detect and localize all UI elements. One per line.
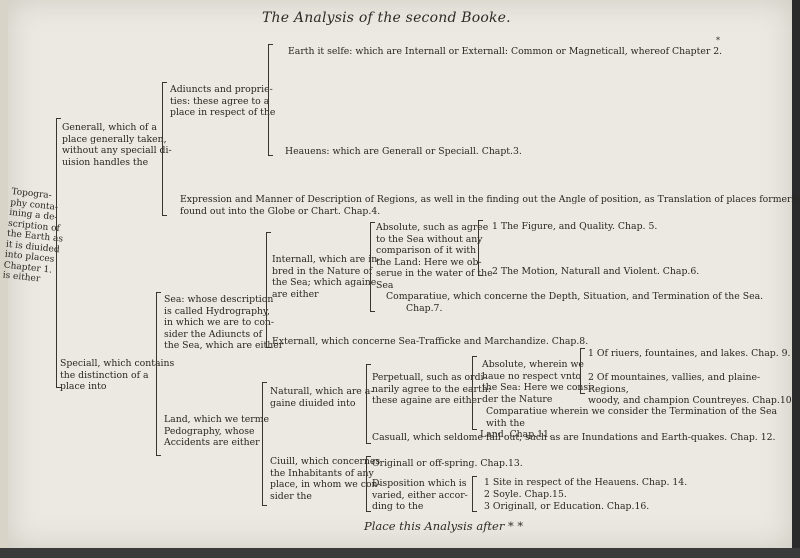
page-title: The Analysis of the second Booke. — [262, 10, 511, 26]
mountains-text: 2 Of mountaines, vallies, and plaine-Reg… — [588, 372, 795, 406]
scan-background — [0, 548, 800, 558]
comparative-land-text: Comparatiue wherein we consider the Term… — [480, 406, 778, 440]
motion-text: 2 The Motion, Naturall and Violent. Chap… — [492, 266, 700, 277]
original-text: Originall or off-spring. Chap.13. — [372, 458, 523, 469]
special-brace — [156, 292, 161, 456]
civil-brace — [366, 456, 371, 512]
natural-text: Naturall, which are a-gaine diuided into — [270, 386, 374, 409]
perpetual-brace — [472, 356, 477, 430]
star-mark: * — [716, 36, 720, 45]
comparative-sea-text: Comparatiue, which concerne the Depth, S… — [386, 291, 764, 314]
absolute-land-brace — [580, 348, 585, 394]
rivers-text: 1 Of riuers, fountaines, and lakes. Chap… — [588, 348, 791, 359]
education-text: 3 Originall, or Education. Chap.16. — [484, 501, 650, 512]
absolute-sea-brace — [478, 220, 483, 276]
perpetual-text: Perpetuall, such as ordi-narily agree to… — [372, 372, 491, 406]
adjuncts-text: Adiuncts and proprie-ties: these agree t… — [170, 84, 276, 118]
footer-note: Place this Analysis after * * — [364, 519, 524, 533]
fold-out-page — [8, 0, 792, 548]
internal-text: Internall, which are in-bred in the Natu… — [272, 254, 381, 300]
main-brace — [56, 118, 61, 388]
earth-text: Earth it selfe: which are Internall or E… — [288, 46, 723, 57]
soil-text: 2 Soyle. Chap.15. — [484, 489, 567, 500]
topography-label: Topogra-phy conta-ining a de- scription … — [2, 187, 64, 285]
figure-text: 1 The Figure, and Quality. Chap. 5. — [492, 221, 658, 232]
internal-brace — [370, 222, 375, 312]
expression-text: Expression and Manner of Description of … — [180, 194, 800, 217]
natural-brace — [366, 364, 371, 444]
general-brace — [162, 82, 167, 216]
site-text: 1 Site in respect of the Heauens. Chap. … — [484, 477, 688, 488]
land-brace — [262, 382, 267, 506]
sea-brace — [266, 232, 271, 348]
disposition-brace — [472, 476, 477, 512]
casual-text: Casuall, which seldome fall out, such as… — [372, 432, 776, 443]
external-text: Externall, which concerne Sea-Trafficke … — [272, 336, 589, 347]
heavens-text: Heauens: which are Generall or Speciall.… — [285, 146, 522, 157]
adjuncts-brace — [268, 44, 273, 156]
